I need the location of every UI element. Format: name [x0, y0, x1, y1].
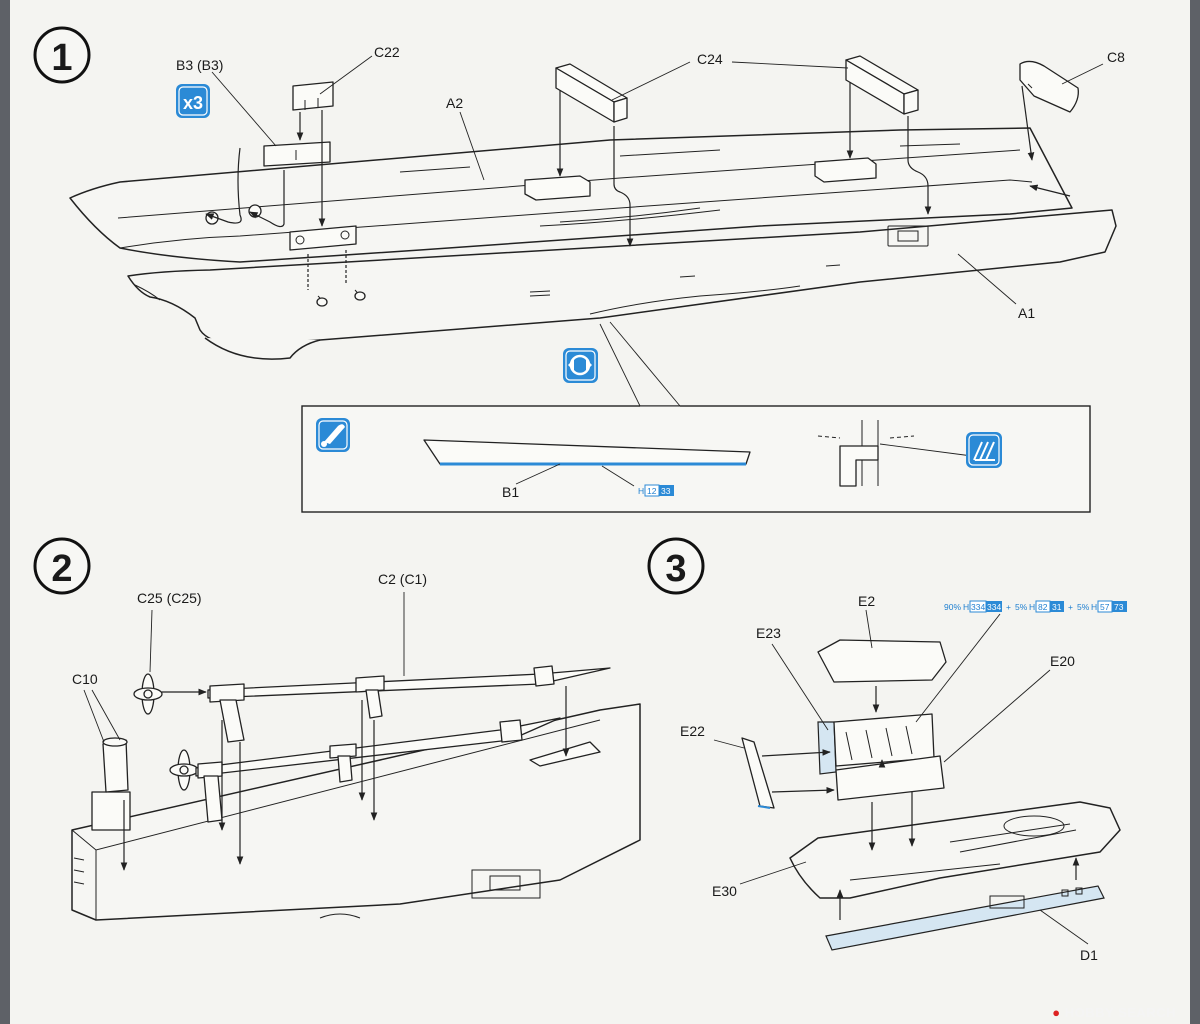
part-c8 — [1019, 60, 1079, 113]
rotate-view-icon — [563, 348, 598, 383]
detail-box: B1 H 12 33 — [301, 405, 1091, 513]
svg-text:+: + — [1006, 602, 1011, 612]
part-b3 — [263, 141, 331, 167]
label-e20: E20 — [1050, 653, 1075, 669]
part-c24-right — [845, 55, 919, 115]
svg-text:82: 82 — [1038, 602, 1048, 612]
shaft-c2-top — [207, 665, 611, 743]
label-c10: C10 — [72, 671, 98, 687]
label-e2: E2 — [858, 593, 875, 609]
svg-text:H: H — [638, 486, 644, 496]
propeller-c25-bottom — [169, 749, 199, 791]
part-e22 — [741, 737, 775, 809]
label-e22: E22 — [680, 723, 705, 739]
assembly-diagram: 1 x3 — [33, 26, 1127, 963]
step-2: 2 — [33, 537, 641, 921]
propeller-c25-top — [133, 673, 163, 715]
multiplier-badge-text: x3 — [183, 93, 203, 113]
label-c2: C2 (C1) — [378, 571, 427, 587]
hangar-window — [887, 225, 929, 247]
svg-text:334: 334 — [971, 602, 985, 612]
label-c8: C8 — [1107, 49, 1125, 65]
step-1: 1 x3 — [33, 26, 1125, 513]
label-b3: B3 (B3) — [176, 57, 223, 73]
part-e23 — [817, 713, 935, 775]
part-c10 — [91, 737, 131, 831]
part-d1 — [825, 885, 1105, 951]
shaft-c2-bottom — [195, 717, 561, 823]
svg-text:57: 57 — [1100, 602, 1110, 612]
watermark: ● HOBBY SEARCH — [1052, 1005, 1176, 1020]
step-1-number: 1 — [51, 37, 72, 79]
bulbous-bow — [204, 337, 321, 360]
deck-mount-right — [814, 157, 877, 183]
part-e20 — [835, 755, 945, 801]
step-3-circle — [647, 537, 705, 595]
watermark-logo: HOBBY — [1064, 1005, 1114, 1020]
svg-text:73: 73 — [1114, 602, 1124, 612]
paint-mix: 90% H 334 334 + 5% H 82 31 + 5% H 57 73 — [944, 600, 1127, 613]
step-2-circle — [33, 537, 91, 595]
watermark-suffix: SEARCH — [1118, 1005, 1176, 1020]
multiplier-badge: x3 — [176, 84, 210, 118]
part-c22 — [292, 81, 334, 111]
svg-text:H: H — [1091, 602, 1097, 612]
svg-text:+: + — [1068, 602, 1073, 612]
hatch-pattern-icon — [966, 432, 1002, 468]
step-1-circle — [33, 26, 91, 84]
part-c24-left — [555, 63, 628, 123]
part-e30 — [789, 801, 1121, 899]
svg-text:H: H — [963, 602, 969, 612]
svg-text:H: H — [1029, 602, 1035, 612]
stern-hull — [71, 703, 641, 921]
svg-text:5%: 5% — [1015, 602, 1028, 612]
step-3: 3 90% H 334 334 + 5% H 82 31 + 5% H 57 7… — [647, 537, 1127, 963]
stern-window — [471, 869, 541, 899]
label-d1: D1 — [1080, 947, 1098, 963]
label-c22: C22 — [374, 44, 400, 60]
watermark-logo-icon: ● — [1052, 1005, 1061, 1020]
label-c24: C24 — [697, 51, 723, 67]
instruction-page: 1 x3 — [10, 0, 1190, 1024]
svg-text:90%: 90% — [944, 602, 961, 612]
sponson-mount — [289, 225, 357, 251]
label-c25: C25 (C25) — [137, 590, 202, 606]
part-e2 — [817, 639, 947, 683]
label-b1: B1 — [502, 484, 519, 500]
svg-text:334: 334 — [987, 602, 1001, 612]
svg-text:33: 33 — [661, 486, 671, 496]
step-3-number: 3 — [665, 548, 686, 590]
label-e30: E30 — [712, 883, 737, 899]
deck-mount-left — [524, 175, 591, 201]
label-a1: A1 — [1018, 305, 1035, 321]
label-a2: A2 — [446, 95, 463, 111]
svg-text:31: 31 — [1052, 602, 1062, 612]
paint-brush-icon — [316, 418, 350, 452]
svg-text:12: 12 — [647, 486, 657, 496]
step-2-number: 2 — [51, 548, 72, 590]
svg-text:5%: 5% — [1077, 602, 1090, 612]
paint-code-b1: H 12 33 — [638, 484, 674, 497]
label-e23: E23 — [756, 625, 781, 641]
